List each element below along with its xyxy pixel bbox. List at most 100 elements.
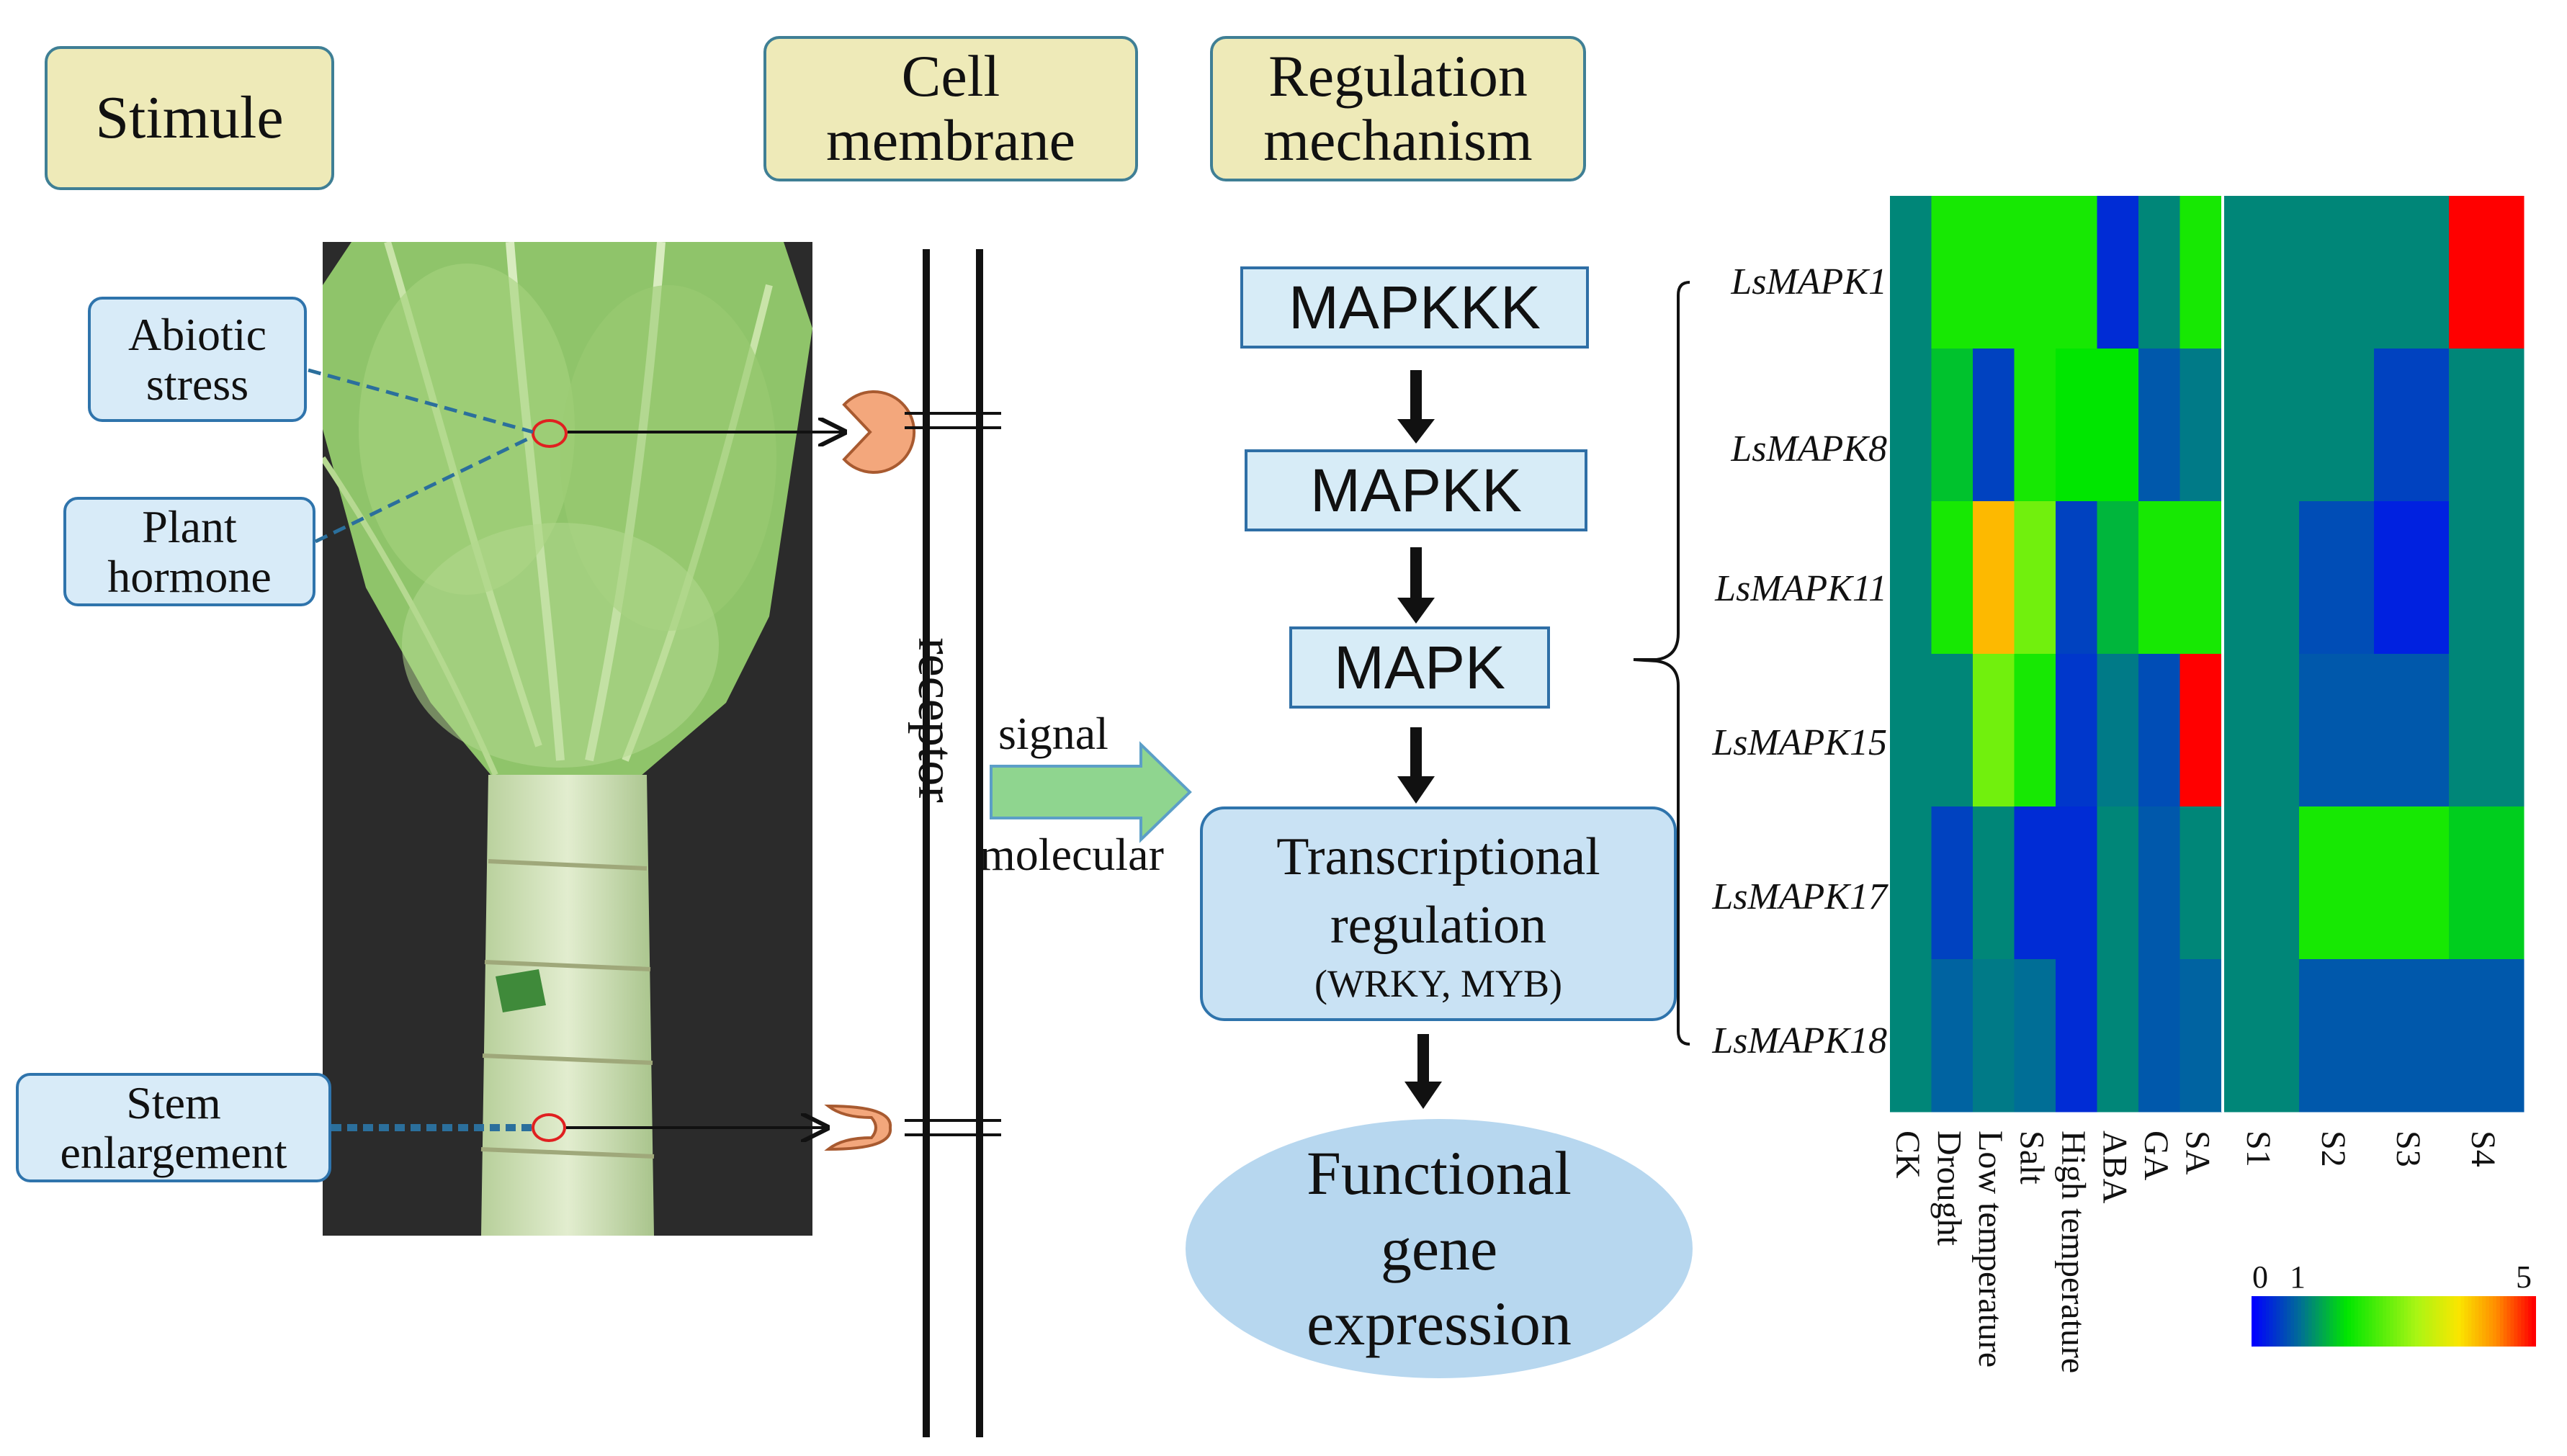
heatmap-cell-tissue: [2449, 806, 2525, 960]
stimule-header: Stimule: [45, 46, 334, 190]
heatmap-cell-tissue: [2299, 196, 2375, 349]
colorbar-segment: [2379, 1296, 2384, 1347]
colorbar-segment: [2436, 1296, 2441, 1347]
heatmap-cell-treatment: [2097, 806, 2139, 960]
colorbar-segment: [2450, 1296, 2455, 1347]
heatmap-cell-tissue: [2374, 654, 2450, 807]
colorbar-segment: [2468, 1296, 2473, 1347]
colorbar-segment: [2329, 1296, 2334, 1347]
colorbar-label: 5: [2516, 1259, 2532, 1295]
colorbar-segment: [2390, 1296, 2394, 1347]
heatmap-cell-tissue: [2449, 959, 2525, 1113]
colorbar-segment: [2446, 1296, 2451, 1347]
colorbar-segment: [2457, 1296, 2462, 1347]
colorbar-segment: [2478, 1296, 2483, 1347]
colorbar-segment: [2322, 1296, 2327, 1347]
heatmap-cell-treatment: [2056, 654, 2097, 807]
colorbar-segment: [2514, 1296, 2519, 1347]
tissue-label: S1: [2239, 1131, 2277, 1167]
heatmap-cell-treatment: [2014, 349, 2056, 502]
colorbar-segment: [2265, 1296, 2270, 1347]
heatmap-cell-treatment: [2180, 959, 2222, 1113]
heatmap-cell-treatment: [1931, 501, 1974, 655]
colorbar-segment: [2453, 1296, 2458, 1347]
colorbar-segment: [2254, 1296, 2259, 1347]
treatment-label: Salt: [2012, 1131, 2051, 1185]
heatmap-cell-treatment: [2014, 501, 2056, 655]
colorbar-segment: [2294, 1296, 2299, 1347]
heatmap-cell-treatment: [2056, 196, 2097, 349]
treatment-label: High temperature: [2054, 1131, 2092, 1373]
heatmap-cell-treatment: [1973, 501, 2015, 655]
heatmap-cell-treatment: [2097, 196, 2139, 349]
colorbar-segment: [2407, 1296, 2412, 1347]
heatmap-cell-tissue: [2224, 959, 2300, 1113]
heatmap-cell-treatment: [2056, 349, 2097, 502]
regulation-mechanism-header: Regulation mechanism: [1210, 36, 1586, 181]
colorbar-segment: [2311, 1296, 2316, 1347]
treatment-label: GA: [2137, 1131, 2175, 1181]
heatmap-cell-treatment: [1973, 959, 2015, 1113]
heatmap-cell-treatment: [1890, 501, 1932, 655]
colorbar-segment: [2400, 1296, 2405, 1347]
heatmap-cell-tissue: [2224, 501, 2300, 655]
heatmap-cell-tissue: [2449, 349, 2525, 502]
heatmap-cell-tissue: [2449, 501, 2525, 655]
heatmap-cell-treatment: [2138, 196, 2180, 349]
colorbar-segment: [2425, 1296, 2430, 1347]
colorbar-segment: [2503, 1296, 2508, 1347]
heatmap-cell-treatment: [2097, 654, 2139, 807]
mapkkk-box: MAPKKK: [1240, 266, 1589, 349]
colorbar-segment: [2486, 1296, 2490, 1347]
signal-label: signal: [998, 708, 1108, 759]
colorbar-segment: [2517, 1296, 2522, 1347]
colorbar-segment: [2488, 1296, 2494, 1347]
gene-label: LsMAPK11: [1714, 568, 1887, 609]
colorbar-segment: [2383, 1296, 2388, 1347]
colorbar-segment: [2521, 1296, 2526, 1347]
colorbar-segment: [2340, 1296, 2345, 1347]
transcriptional-regulation-box: Transcriptional regulation (WRKY, MYB): [1200, 806, 1677, 1021]
colorbar-segment: [2525, 1296, 2530, 1347]
colorbar-segment: [2298, 1296, 2302, 1347]
gene-label: LsMAPK8: [1730, 428, 1887, 469]
heatmap-cell-treatment: [2097, 959, 2139, 1113]
tissue-label: S3: [2389, 1131, 2427, 1167]
heatmap-cell-treatment: [1931, 959, 1974, 1113]
heatmap-cell-tissue: [2299, 806, 2375, 960]
abiotic-dash-line: [308, 368, 534, 434]
molecular-label: molecular: [980, 829, 1164, 880]
colorbar-segment: [2365, 1296, 2370, 1347]
heatmap-cell-tissue: [2374, 501, 2450, 655]
stem-enlargement-box: Stem enlargement: [16, 1073, 331, 1182]
colorbar-segment: [2506, 1296, 2512, 1347]
heatmap-cell-treatment: [1890, 806, 1932, 960]
abiotic-stress-box: Abiotic stress: [88, 297, 307, 422]
colorbar-segment: [2482, 1296, 2487, 1347]
heatmap-cell-treatment: [1931, 196, 1974, 349]
heatmap-cell-treatment: [1931, 349, 1974, 502]
stem-marker-circle: [532, 1113, 566, 1142]
heatmap-cell-treatment: [2014, 806, 2056, 960]
colorbar-segment: [2418, 1296, 2423, 1347]
colorbar-segment: [2347, 1296, 2352, 1347]
treatment-label: ABA: [2095, 1131, 2133, 1204]
plant-hormone-box: Plant hormone: [63, 497, 315, 606]
heatmap-cell-treatment: [1890, 196, 1932, 349]
heatmap-cell-treatment: [1973, 806, 2015, 960]
heatmap-cell-treatment: [2138, 501, 2180, 655]
colorbar-segment: [2344, 1296, 2348, 1347]
gene-label: LsMAPK17: [1711, 876, 1889, 917]
heatmap-cell-treatment: [1973, 654, 2015, 807]
colorbar-segment: [2301, 1296, 2306, 1347]
colorbar-segment: [2414, 1296, 2419, 1347]
colorbar-segment: [2429, 1296, 2434, 1347]
colorbar-segment: [2276, 1296, 2281, 1347]
receptor-lower: [824, 1104, 892, 1151]
heatmap-cell-tissue: [2449, 654, 2525, 807]
heatmap-cell-tissue: [2224, 654, 2300, 807]
colorbar-segment: [2280, 1296, 2285, 1347]
heatmap-cell-treatment: [1890, 654, 1932, 807]
heatmap-cell-treatment: [2014, 196, 2056, 349]
